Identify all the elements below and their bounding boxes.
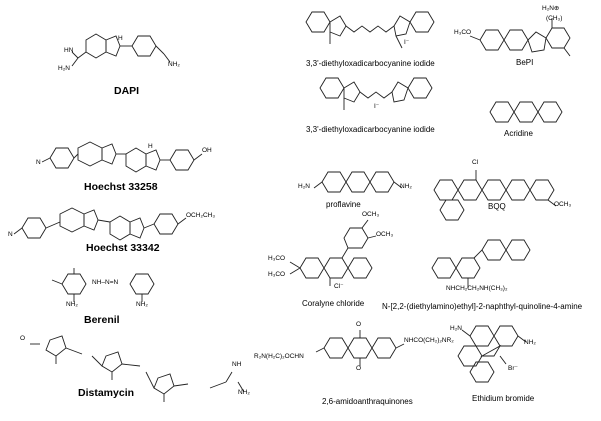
bepi-h3co: H₃CO [454,29,472,36]
dapi-label: DAPI [114,85,140,97]
berenil-label: Berenil [84,314,120,326]
amidoanthraquinones-label: 2,6-amidoanthraquinones [322,397,413,406]
proflavine-h2n: H₂N [298,183,310,190]
anthraquinone-o-top: O [356,321,362,328]
distamycin-nh2: NH₂ [238,389,250,396]
cyanine-bottom-label: 3,3'-diethyloxadicarbocyanine iodide [306,125,435,134]
hoechst33258-h: H [148,143,153,150]
acridine-label: Acridine [504,129,533,138]
anthraquinone-left-amide: R₂N(H₂C)₂OCHN [254,353,304,360]
hoechst33258-structure [41,141,203,173]
bepi-h2n-plus: H₂N⊕ [542,5,560,12]
bepi-methyl: (CH₃) [546,15,563,22]
dapi-nh2: NH₂ [168,61,180,68]
acridine-structure [489,101,563,123]
cyanine-bottom-iodide: I⁻ [374,103,380,110]
berenil-structure [51,268,155,302]
anthraquinone-right-amide: NHCO(CH₂)₂NR₂ [404,337,454,344]
quinoline-side-chain: NHCH₂CH₂NH(CH₃)₂ [446,285,508,292]
coralyne-h3co-top: H₃CO [268,255,286,262]
coralyne-h3co-bottom: H₃CO [268,271,286,278]
cyanine-top-iodide: I⁻ [404,39,410,46]
hoechst33342-ethoxy: OCH₂CH₃ [186,212,216,219]
ethidium-nh2: NH₂ [524,339,536,346]
hoechst33258-n: N [36,159,41,166]
distamycin-nh: NH [232,361,242,368]
quinoline-structure [431,239,531,288]
bqq-structure [433,170,557,221]
hoechst33342-structure [13,207,187,241]
quinoline-label: N-[2,2-(diethylamino)ethyl]-2-naphthyl-q… [382,302,583,311]
hoechst33258-label: Hoechst 33258 [84,181,158,193]
anthraquinone-o-bottom: O [356,365,362,372]
berenil-nh2-right: NH₂ [136,301,148,308]
coralyne-cl-minus: Cl⁻ [334,283,344,290]
distamycin-o: O [20,335,26,342]
dapi-h: H [118,35,123,42]
proflavine-label: proflavine [326,200,361,209]
bepi-label: BePI [516,58,534,67]
ethidium-h2n: H₂N [450,325,462,332]
coralyne-methoxy-top: OCH₃ [362,211,380,218]
berenil-nh2-left: NH₂ [66,301,78,308]
hoechst33342-n: N [8,231,13,238]
hoechst33258-oh: OH [202,147,212,154]
bqq-cl: Cl [472,159,479,166]
bqq-methoxy: OCH₃ [554,201,572,208]
dapi-structure [71,33,171,67]
distamycin-structure [30,335,245,402]
proflavine-structure [313,171,403,193]
hoechst33342-label: Hoechst 33342 [86,242,160,254]
distamycin-label: Distamycin [78,387,135,399]
berenil-azo: NH–N=N [92,279,119,286]
coralyne-label: Coralyne chloride [302,299,365,308]
ethidium-label: Ethidium bromide [472,394,535,403]
bepi-structure [469,18,571,57]
amidoanthraquinones-structure [315,330,405,366]
bqq-label: BQQ [488,202,506,211]
cyanine-top-structure [305,11,435,49]
cyanine-bottom-structure [319,77,433,110]
dapi-hn: HN [64,47,74,54]
ethidium-br-minus: Br⁻ [508,365,518,372]
coralyne-methoxy-right: OCH₃ [376,231,394,238]
dapi-h2n: H₂N [58,65,70,72]
ethidium-structure [457,325,527,383]
cyanine-top-label: 3,3'-diethyloxadicarbocyanine iodide [306,59,435,68]
proflavine-nh2: NH₂ [400,183,412,190]
coralyne-structure [289,219,377,286]
